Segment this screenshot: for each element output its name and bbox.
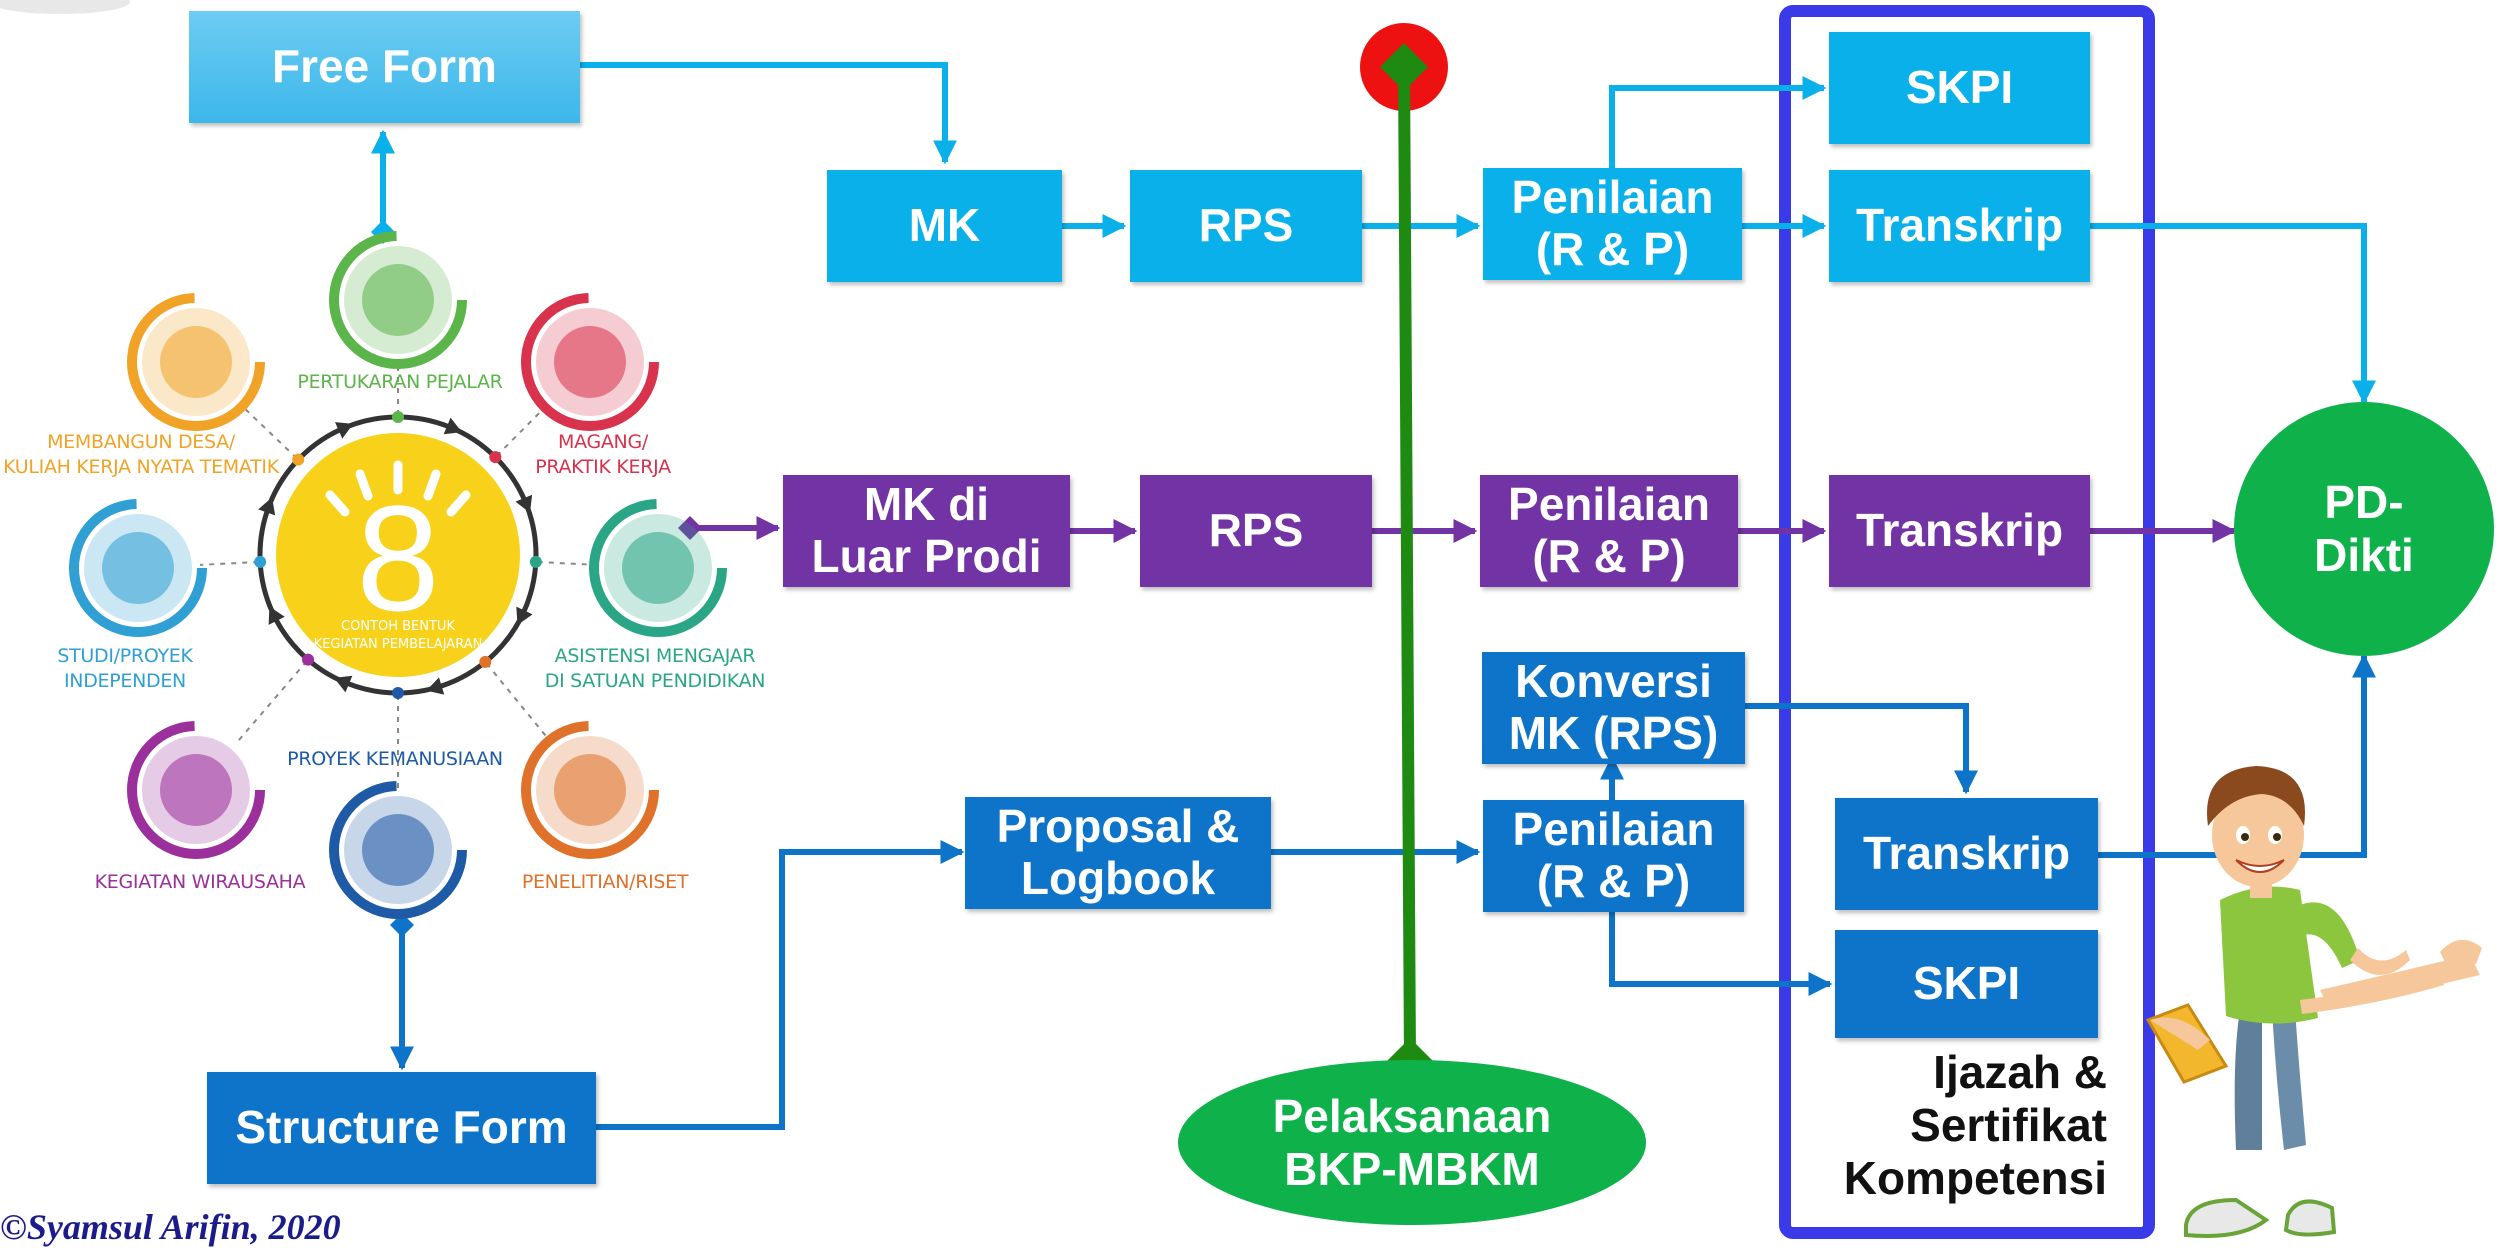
copyright-text: ©Syamsul Arifin, 2020 xyxy=(0,1207,341,1247)
penilaian-box-middle: Penilaian (R & P) xyxy=(1480,475,1738,587)
wheel-cycle-arrows xyxy=(254,411,542,699)
wheel-cycle-arrowhead xyxy=(426,677,445,695)
rps-box-middle: RPS xyxy=(1140,475,1372,587)
connector-konversi-transkrip xyxy=(1745,703,1978,795)
certificate-frame xyxy=(1779,5,2155,1239)
transkrip-box-middle: Transkrip xyxy=(1829,475,2090,587)
connector-freeform-mk xyxy=(580,62,957,165)
wheel-spoke xyxy=(537,560,597,566)
activity-label-membangun: MEMBANGUN DESA/ KULIAH KERJA NYATA TEMAT… xyxy=(3,431,279,478)
connector-transkrip-pddikti xyxy=(2090,223,2376,405)
skpi-box-top: SKPI xyxy=(1829,32,2090,144)
wheel-dash-lines xyxy=(199,362,597,788)
wheel-cycle-arrowhead xyxy=(515,494,533,513)
wheel-cycle-arrowhead xyxy=(334,675,353,693)
wheel-cycle-arrowhead xyxy=(335,422,354,439)
corner-decoration xyxy=(0,0,130,14)
mk-box: MK xyxy=(827,170,1062,282)
activity-label-magang: MAGANG/ PRAKTIK KERJA xyxy=(535,431,671,478)
penilaian-box-bottom: Penilaian (R & P) xyxy=(1483,800,1744,912)
pelaksanaan-node: Pelaksanaan BKP-MBKM xyxy=(1178,1060,1646,1225)
structure-form-box: Structure Form xyxy=(207,1072,596,1184)
center-caption-line1: CONTOH BENTUK xyxy=(341,619,455,634)
activity-label-proyek: PROYEK KEMANUSIAAN xyxy=(287,748,503,770)
activity-icon-magang xyxy=(521,293,659,431)
timeline-line xyxy=(1380,43,1434,1086)
activity-label-wirausaha: KEGIATAN WIRAUSAHA xyxy=(94,871,306,893)
penilaian-box-top: Penilaian (R & P) xyxy=(1483,168,1742,280)
wheel-spoke xyxy=(235,660,308,744)
activity-label-penelitian: PENELITIAN/RISET xyxy=(521,871,689,893)
activity-icon-asistensi xyxy=(589,499,727,637)
mk-luar-prodi-box: MK di Luar Prodi xyxy=(783,475,1070,587)
activity-label-studi: STUDI/PROYEK INDEPENDEN xyxy=(57,645,193,692)
activity-icon-membangun xyxy=(127,293,265,431)
free-form-box: Free Form xyxy=(189,11,580,123)
activity-label-asistensi: ASISTENSI MENGAJAR DI SATUAN PENDIDIKAN xyxy=(544,645,766,692)
wheel-ring-dot xyxy=(292,453,305,466)
transkrip-box-bottom: Transkrip xyxy=(1835,798,2098,910)
cartoon-boy-illustration xyxy=(2145,766,2482,1238)
connector-penilaian-skpi-bottom xyxy=(1609,908,1833,996)
wheel-center-circle xyxy=(276,433,520,677)
connector-structure-proposal xyxy=(596,840,965,1130)
konversi-box: Konversi MK (RPS) xyxy=(1482,652,1745,764)
activity-icon-pertukaran xyxy=(329,231,467,369)
activity-icon-proyek xyxy=(329,781,467,919)
rps-box-top: RPS xyxy=(1130,170,1362,282)
transkrip-box-top: Transkrip xyxy=(1829,170,2090,282)
wheel-cycle-arrowhead xyxy=(258,497,276,516)
activity-icon-wirausaha xyxy=(127,721,265,859)
wheel-cycle-arrowhead xyxy=(443,417,462,435)
wheel-ring-dot xyxy=(489,451,502,464)
wheel-ring-dot xyxy=(392,411,404,423)
activities-wheel: 8 CONTOH BENTUK KEGIATAN PEMBELAJARAN xyxy=(69,231,727,919)
wheel-ring-dot xyxy=(479,655,492,668)
blue-connectors xyxy=(390,653,2376,1130)
connector-transkrip-pddikti-bottom xyxy=(2098,653,2376,858)
activity-icon-penelitian xyxy=(521,721,659,859)
wheel-ring-dot xyxy=(302,653,315,666)
wheel-ring-dot xyxy=(392,687,404,699)
activity-label-pertukaran: PERTUKARAN PEJALAR xyxy=(297,371,503,393)
center-number: 8 xyxy=(356,474,439,642)
pd-dikti-node: PD- Dikti xyxy=(2234,402,2494,656)
wheel-rays xyxy=(325,460,471,517)
activity-icon-studi xyxy=(69,499,207,637)
wheel-cycle-arrowhead xyxy=(268,606,285,625)
proposal-logbook-box: Proposal & Logbook xyxy=(965,797,1271,909)
wheel-cycle-arrowhead xyxy=(516,606,533,625)
connector-penilaian-skpi xyxy=(1609,76,1827,168)
wheel-spoke xyxy=(199,560,259,566)
skpi-box-bottom: SKPI xyxy=(1835,930,2098,1038)
ijazah-label: Ijazah & Sertifikat Kompetensi xyxy=(1843,1046,2107,1204)
wheel-spoke xyxy=(240,404,298,460)
wheel-ring-dot xyxy=(529,555,542,568)
center-caption-line2: KEGIATAN PEMBELAJARAN xyxy=(314,637,483,652)
wheel-spoke xyxy=(496,405,547,457)
wheel-ring-dot xyxy=(254,555,267,568)
